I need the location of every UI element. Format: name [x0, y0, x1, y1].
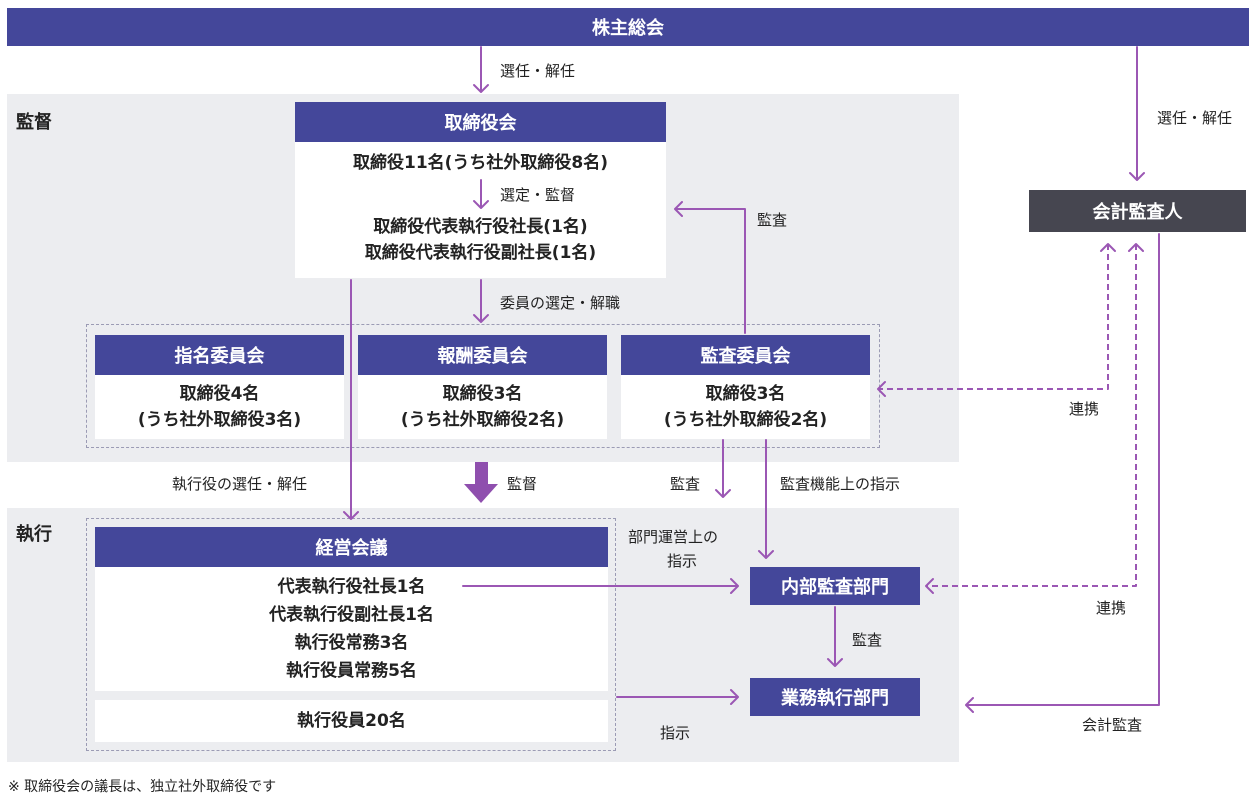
board-body: 取締役11名(うち社外取締役8名) 取締役代表執行役社長(1名) 取締役代表執行…: [295, 142, 666, 278]
dashed-coop-internal: [926, 244, 1137, 587]
dashed-coop-committee: [878, 244, 1109, 390]
supervision-label: 監督: [16, 112, 52, 133]
compensation-committee-line2: (うち社外取締役2名): [400, 410, 565, 430]
label-cooperation-2: 連携: [1096, 599, 1127, 617]
label-committee-select: 委員の選定・解職: [500, 294, 621, 312]
footnote: ※ 取締役会の議長は、独立社外取締役です: [8, 779, 277, 795]
arrow-elect-board: [473, 46, 489, 93]
member-senior-officers: 執行役常務3名: [294, 633, 409, 653]
business-execution-box: 業務執行部門: [750, 678, 920, 716]
arrow-select-supervise: [473, 179, 489, 209]
audit-committee-line1: 取締役3名: [705, 384, 786, 404]
member-vice-president: 代表執行役副社長1名: [269, 605, 434, 625]
arrow-accounting-audit: [965, 233, 1160, 713]
label-audit-instruction: 監査機能上の指示: [780, 475, 901, 493]
audit-committee-line2: (うち社外取締役2名): [663, 410, 828, 430]
board-president: 取締役代表執行役社長(1名): [373, 217, 588, 237]
label-elect-dismiss-top: 選任・解任: [500, 62, 576, 80]
member-president: 代表執行役社長1名: [277, 577, 426, 597]
executive-officers-box: 執行役員20名: [95, 700, 608, 742]
label-audit-mid: 監査: [670, 475, 701, 493]
nomination-committee-body: 取締役4名 (うち社外取締役3名): [95, 375, 344, 439]
shareholders-meeting-header: 株主総会: [7, 8, 1249, 46]
internal-audit-box: 内部監査部門: [750, 567, 920, 605]
label-elect-dismiss-right: 選任・解任: [1157, 109, 1233, 127]
label-supervision: 監督: [507, 475, 538, 493]
nomination-committee-header: 指名委員会: [95, 335, 344, 375]
arrow-officer-elect: [343, 279, 359, 520]
compensation-committee-body: 取締役3名 (うち社外取締役2名): [358, 375, 607, 439]
committees-group: [86, 324, 880, 448]
arrow-dept-operation: [462, 578, 739, 594]
arrow-elect-auditor: [1129, 46, 1145, 181]
arrow-audit-down: [715, 439, 731, 498]
compensation-committee-line1: 取締役3名: [442, 384, 523, 404]
label-instruction: 指示: [660, 724, 691, 742]
label-audit-low: 監査: [852, 631, 883, 649]
label-cooperation-1: 連携: [1069, 400, 1100, 418]
label-officer-elect: 執行役の選任・解任: [172, 475, 308, 493]
management-meeting-header: 経営会議: [95, 527, 608, 567]
label-select-supervise: 選定・監督: [500, 186, 576, 204]
management-meeting-body: 代表執行役社長1名 代表執行役副社長1名 執行役常務3名 執行役員常務5名: [95, 567, 608, 691]
execution-label: 執行: [16, 524, 52, 545]
label-dept-operation-1: 部門運営上の: [628, 528, 719, 546]
label-dept-operation-2: 指示: [667, 552, 698, 570]
arrow-audit-instruction: [758, 439, 774, 559]
nomination-committee-line1: 取締役4名: [179, 384, 260, 404]
member-senior-executive-officers: 執行役員常務5名: [286, 661, 417, 681]
board-vice-president: 取締役代表執行役副社長(1名): [364, 243, 597, 263]
label-audit-board: 監査: [757, 211, 788, 229]
label-accounting-audit: 会計監査: [1082, 716, 1143, 734]
supervision-thick-arrow: [464, 462, 498, 503]
arrow-instruction: [616, 689, 739, 705]
audit-committee-body: 取締役3名 (うち社外取締役2名): [621, 375, 870, 439]
board-header: 取締役会: [295, 102, 666, 142]
audit-committee-header: 監査委員会: [621, 335, 870, 375]
nomination-committee-line2: (うち社外取締役3名): [137, 410, 302, 430]
board-composition: 取締役11名(うち社外取締役8名): [352, 153, 609, 173]
accounting-auditor-box: 会計監査人: [1029, 190, 1246, 232]
arrow-audit-low: [827, 606, 843, 667]
arrow-audit-board: [674, 201, 746, 334]
arrow-committee-select: [473, 279, 489, 323]
compensation-committee-header: 報酬委員会: [358, 335, 607, 375]
